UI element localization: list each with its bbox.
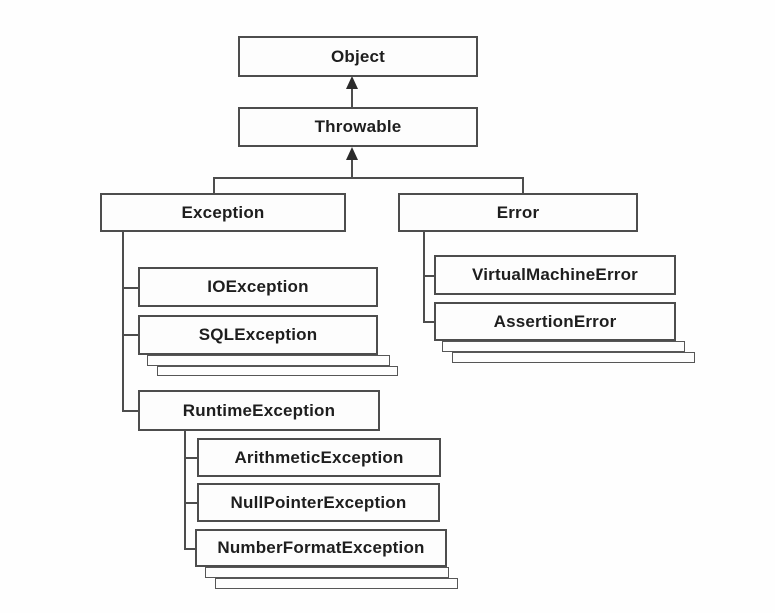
node-throwable: Throwable [238, 107, 478, 147]
node-sqlexception: SQLException [138, 315, 378, 355]
arrowhead-to-throwable-icon [346, 147, 358, 160]
node-error: Error [398, 193, 638, 232]
node-object: Object [238, 36, 478, 77]
arrowhead-to-object-icon [346, 76, 358, 89]
node-nullpointerexception: NullPointerException [197, 483, 440, 522]
more-exceptions-stack-box-2 [157, 366, 398, 376]
node-numberformatexception: NumberFormatException [195, 529, 447, 567]
more-exceptions-stack-box-1 [147, 355, 390, 366]
node-virtualmachineerror: VirtualMachineError [434, 255, 676, 295]
more-runtime-exceptions-stack-box-1 [205, 567, 449, 578]
node-exception: Exception [100, 193, 346, 232]
node-runtimeexception: RuntimeException [138, 390, 380, 431]
node-ioexception: IOException [138, 267, 378, 307]
more-errors-stack-box-2 [452, 352, 695, 363]
node-arithmeticexception: ArithmeticException [197, 438, 441, 477]
node-assertionerror: AssertionError [434, 302, 676, 341]
more-errors-stack-box-1 [442, 341, 685, 352]
more-runtime-exceptions-stack-box-2 [215, 578, 458, 589]
